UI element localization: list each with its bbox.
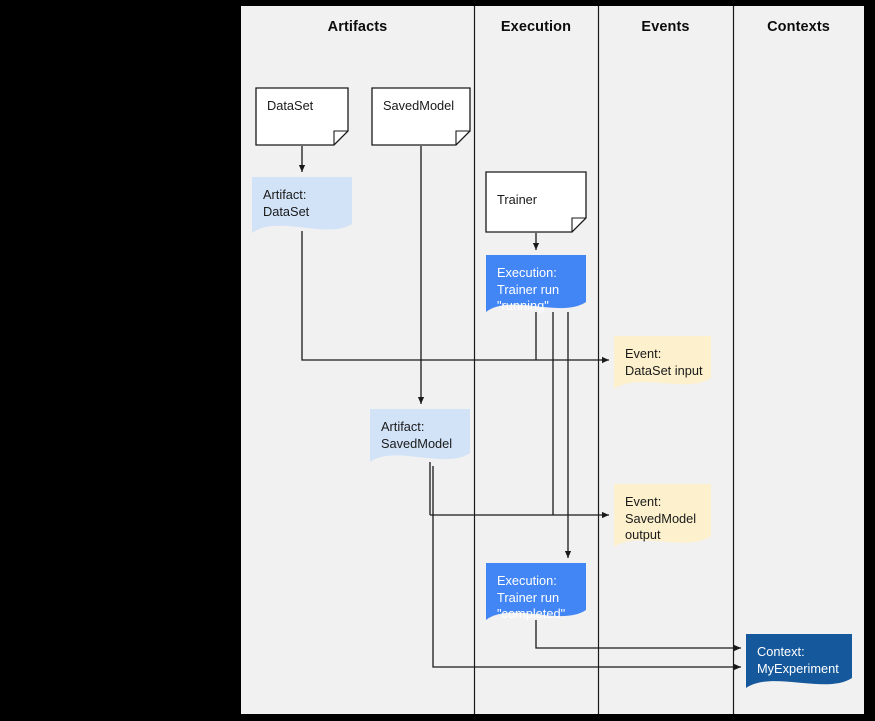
- lane-header-execution: Execution: [500, 19, 572, 35]
- node-artifact-dataset-label: Artifact: DataSet: [263, 187, 310, 219]
- node-trainer-doc-label: Trainer: [497, 192, 538, 207]
- node-execution-completed-label: Execution: Trainer run "completed": [497, 573, 566, 621]
- node-dataset-doc[interactable]: DataSet: [256, 88, 348, 145]
- node-context-myexperiment-label: Context: MyExperiment: [757, 644, 839, 676]
- node-artifact-savedmodel-label: Artifact: SavedModel: [381, 419, 453, 451]
- node-dataset-doc-label: DataSet: [267, 98, 314, 113]
- node-artifact-dataset[interactable]: Artifact: DataSet: [252, 177, 352, 233]
- node-savedmodel-doc[interactable]: SavedModel: [372, 88, 470, 145]
- node-execution-running[interactable]: Execution: Trainer run "running": [486, 255, 586, 315]
- node-event-dataset-input-label: Event: DataSet input: [625, 346, 703, 378]
- node-trainer-doc[interactable]: Trainer: [486, 172, 586, 232]
- node-execution-running-label: Execution: Trainer run "running": [497, 265, 560, 313]
- node-savedmodel-doc-label: SavedModel: [383, 98, 455, 113]
- node-event-savedmodel-output-label: Event: SavedModel output: [625, 494, 697, 542]
- node-context-myexperiment[interactable]: Context: MyExperiment: [746, 634, 852, 690]
- lane-header-artifacts: Artifacts: [327, 19, 388, 35]
- lane-header-events: Events: [641, 19, 690, 35]
- node-artifact-savedmodel[interactable]: Artifact: SavedModel: [370, 409, 470, 465]
- node-event-savedmodel-output[interactable]: Event: SavedModel output: [614, 484, 711, 548]
- lane-header-contexts: Contexts: [767, 19, 830, 35]
- node-event-dataset-input[interactable]: Event: DataSet input: [614, 336, 711, 390]
- node-execution-completed[interactable]: Execution: Trainer run "completed": [486, 563, 586, 623]
